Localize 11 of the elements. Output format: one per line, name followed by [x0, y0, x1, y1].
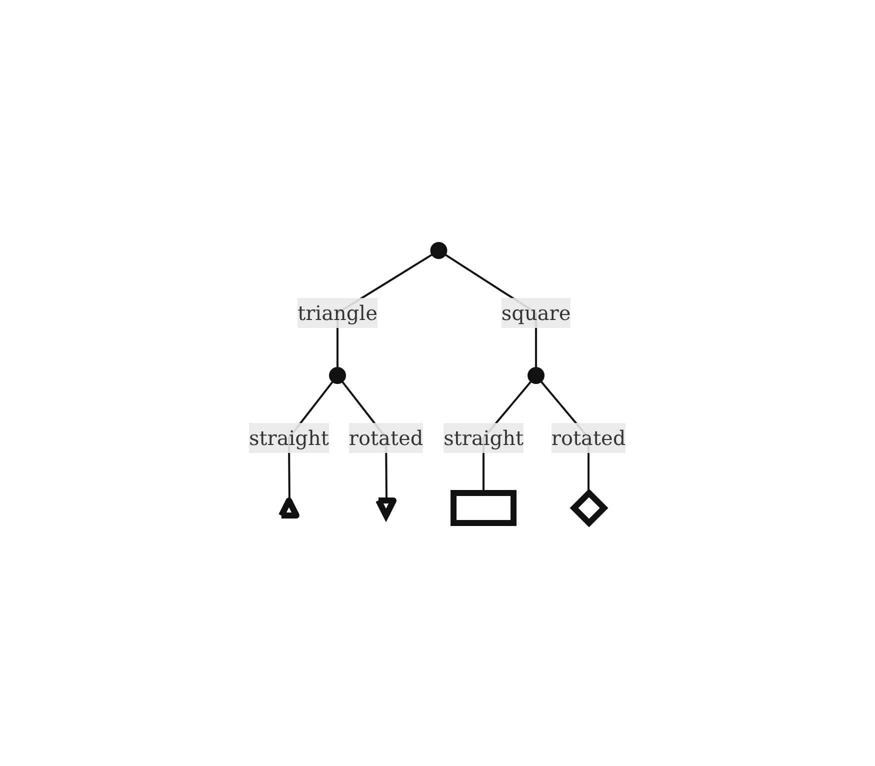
edge-label: rotated [552, 426, 626, 450]
node-box [450, 490, 517, 526]
node-circle [329, 367, 346, 384]
node-diamond [570, 488, 608, 528]
edge-label: straight [249, 426, 330, 450]
edge-label: rotated [349, 426, 424, 450]
edge-label: straight [444, 426, 524, 450]
edge-label: square [502, 301, 571, 325]
node-circle [430, 242, 448, 259]
edge-label: triangle [298, 301, 378, 325]
node-circle [528, 367, 545, 384]
